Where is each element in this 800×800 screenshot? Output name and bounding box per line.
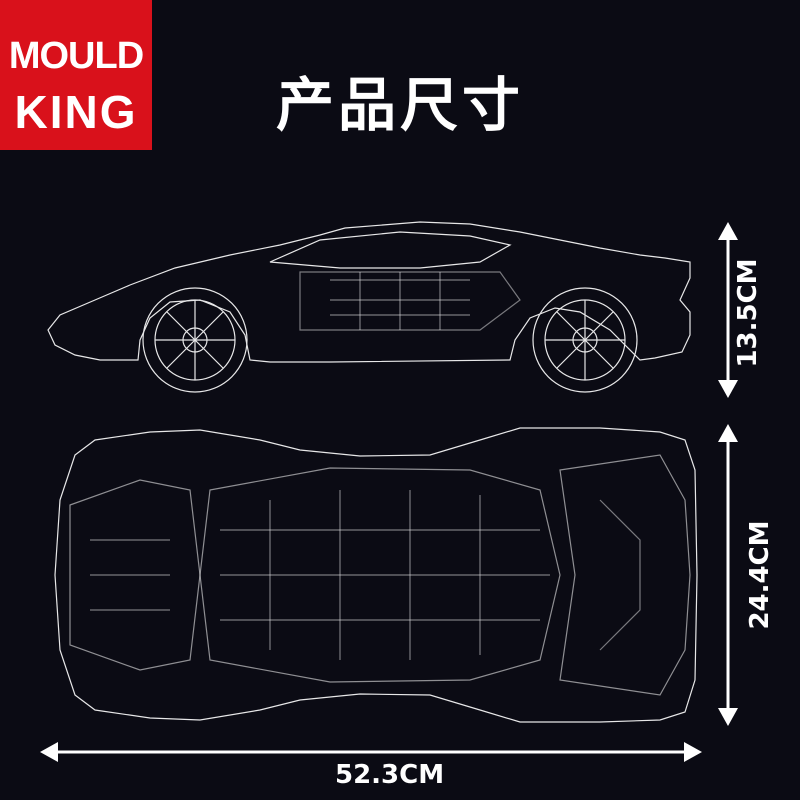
width-arrow — [718, 424, 738, 726]
rear-wheel — [532, 287, 638, 393]
car-side-view — [47, 221, 691, 393]
brand-logo: MOULD KING — [0, 0, 152, 150]
page-title: 产品尺寸 — [275, 71, 524, 139]
width-dimension-label: 24.4CM — [745, 520, 775, 630]
length-dimension-label: 52.3CM — [335, 760, 445, 790]
car-top-view — [54, 427, 698, 723]
length-arrow — [40, 742, 702, 762]
logo-line2: KING — [15, 86, 138, 138]
height-arrow — [718, 222, 738, 398]
logo-line1: MOULD — [9, 35, 143, 77]
height-dimension-label: 13.5CM — [733, 258, 763, 368]
front-wheel — [142, 287, 248, 393]
